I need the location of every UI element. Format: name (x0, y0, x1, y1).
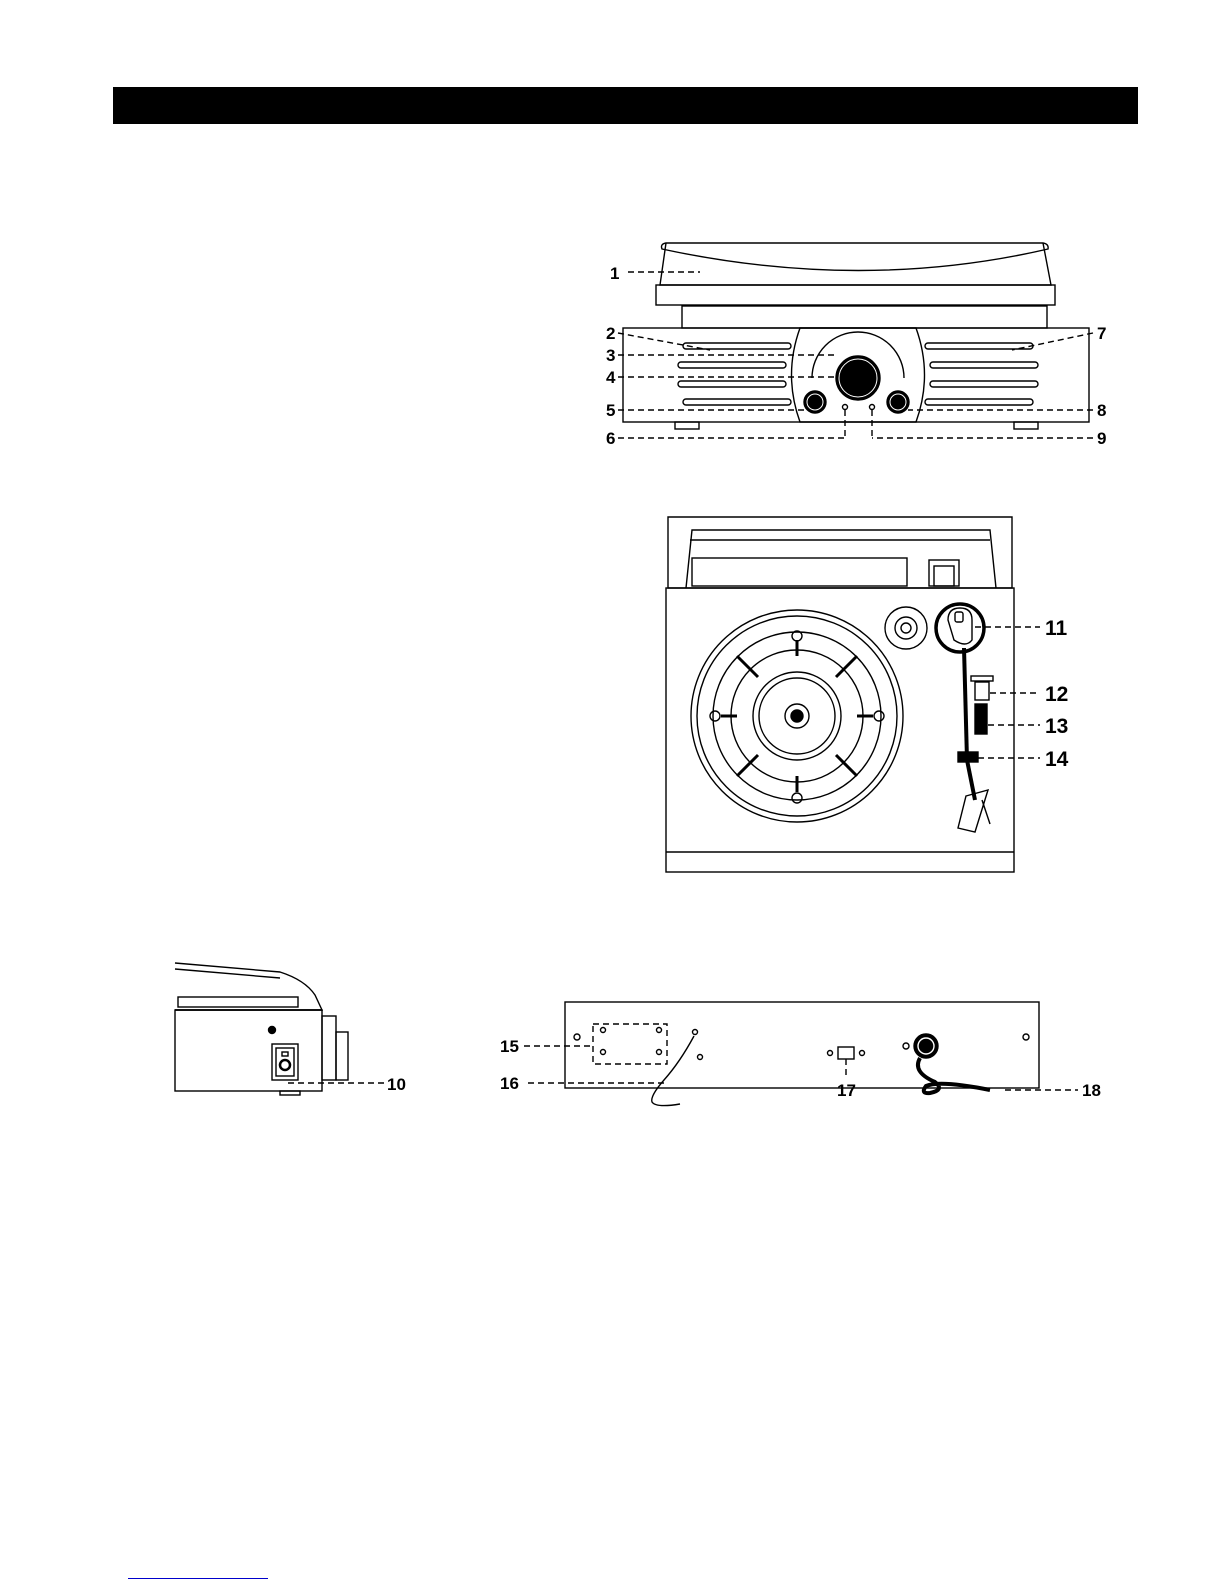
callout-16: 16 (500, 1074, 519, 1093)
rear-view: 15 16 17 18 (500, 1002, 1101, 1106)
callout-2: 2 (606, 324, 615, 343)
callout-6: 6 (606, 429, 615, 448)
callout-10: 10 (387, 1075, 406, 1094)
callout-15: 15 (500, 1037, 519, 1056)
callout-9: 9 (1097, 429, 1106, 448)
callout-12: 12 (1045, 683, 1068, 706)
top-view: 11 12 13 14 (666, 517, 1069, 872)
callout-5: 5 (606, 401, 615, 420)
callout-3: 3 (606, 346, 615, 365)
callout-8: 8 (1097, 401, 1106, 420)
front-view: 1 2 3 4 5 6 7 8 9 (606, 243, 1106, 448)
footer-rule (128, 1578, 268, 1579)
callout-7: 7 (1097, 324, 1106, 343)
callout-13: 13 (1045, 715, 1068, 738)
front-leader-lines (618, 272, 1093, 438)
callout-1: 1 (610, 264, 619, 283)
callout-14: 14 (1045, 748, 1069, 771)
callout-4: 4 (606, 368, 616, 387)
callout-17: 17 (837, 1081, 856, 1100)
side-view: 10 (175, 963, 406, 1095)
callout-11: 11 (1045, 617, 1068, 640)
callout-18: 18 (1082, 1081, 1101, 1100)
